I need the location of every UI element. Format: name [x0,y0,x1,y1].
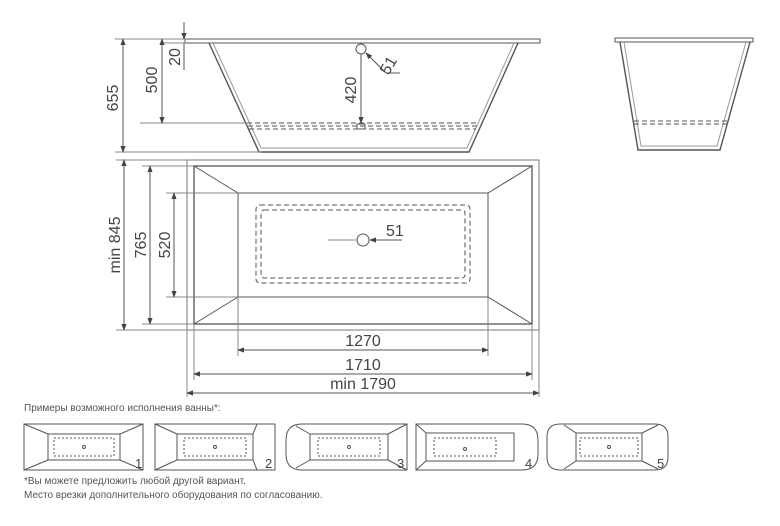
end-view [614,37,754,151]
plan-bottom-dashed [260,209,466,279]
variant-3-drain [347,445,351,449]
dim-500-label: 500 [144,67,161,94]
plan-rim [193,165,533,325]
end-rim [614,37,754,43]
drain-51-side-label: 51 [377,54,401,78]
variant-2-number: 2 [265,456,272,471]
side-drain-circle [355,43,367,55]
examples-title: Примеры возможного исполнения ванны*: [24,403,221,414]
drain-51-plan-label: 51 [386,223,404,240]
dim-420-label: 420 [343,77,360,104]
variant-3 [285,423,408,471]
variant-3-number: 3 [397,456,404,471]
variant-1-bottom [47,433,121,461]
variant-4 [415,423,539,471]
variant-1 [23,423,144,471]
variant-3-corner [387,459,408,471]
plan-corner-line [487,165,533,194]
variant-1-corner [119,423,144,435]
plan-bottom-dashed [255,204,471,284]
variant-3-corner [295,425,311,435]
plan-inner-bottom [237,192,489,298]
side-rim [184,38,541,44]
plan-corner-line [487,296,533,325]
variant-3-outline [285,423,408,471]
plan-corner-line [193,296,239,325]
dim-1790-label: min 1790 [330,376,396,393]
variant-5 [546,423,669,471]
footnote-1: *Вы можете предложить любой другой вариа… [24,476,246,487]
end-tub-outline [619,41,751,151]
variant-3-dashed [317,437,381,457]
dim-765-label: 765 [133,232,150,259]
variant-5-corner [563,424,577,434]
dim-845-label: min 845 [107,216,124,273]
variant-1-dashed [53,437,115,457]
variant-4-bottom [425,432,515,462]
variant-4-number: 4 [525,456,532,471]
plan-view [116,159,540,397]
dim-1710-label: 1710 [345,357,381,374]
variant-1-number: 1 [135,456,142,471]
plan-outer-frame [186,159,540,331]
variant-3-bottom [309,433,389,461]
variant-3-corner [295,459,311,469]
dim-655-label: 655 [105,85,122,112]
side-view [115,22,541,153]
variant-5-drain [607,445,611,449]
variant-2-corner [154,423,178,435]
side-drain-outlet [356,123,366,130]
variant-5-corner [563,460,577,470]
plan-drain-circle [356,233,370,247]
variant-2-bottom [176,433,254,461]
variant-1-corner [119,459,144,471]
example-variants [23,423,669,471]
variant-2-outline [154,423,276,471]
dim-1270-label: 1270 [345,333,381,350]
leader-51-side [365,52,387,74]
variant-1-corner [23,423,49,435]
variant-1-drain [82,445,86,449]
variant-4-corner [415,423,427,434]
variant-4-drain [463,447,467,451]
variant-2-corner [252,459,258,471]
variant-5-corner [641,460,659,470]
variant-5-outline [546,423,669,471]
variant-2-corner [154,459,178,471]
end-tub-inner-wall [623,41,747,147]
variant-2-drain [213,445,217,449]
variant-4-outline [415,423,539,471]
variant-5-number: 5 [657,456,664,471]
variant-5-bottom [575,432,643,462]
side-tub-outline [208,42,519,153]
plan-corner-line [193,165,239,194]
variant-1-corner [23,459,49,471]
variant-2 [154,423,276,471]
variant-4-corner [415,460,427,471]
footnote-2: Место врезки дополнительного оборудовани… [24,490,323,501]
variant-5-dashed [579,437,639,457]
variant-5-corner [641,424,659,434]
variant-2-dashed [183,437,247,457]
variant-3-corner [387,423,408,435]
dim-520-label: 520 [157,232,174,259]
variant-2-corner [252,423,258,435]
side-tub-inner-wall [212,42,515,149]
dim-20-label: 20 [167,48,184,66]
